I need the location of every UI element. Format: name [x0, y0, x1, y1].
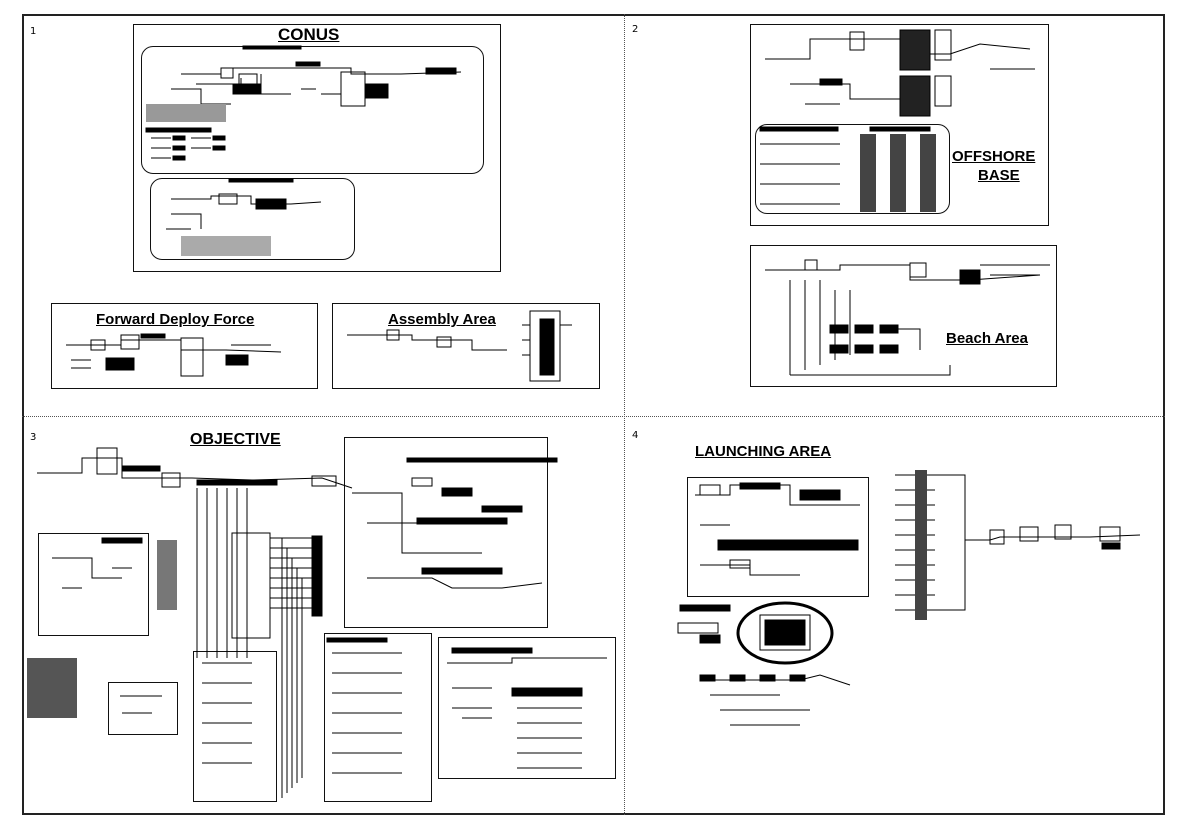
objective-left-panel — [38, 533, 149, 636]
quadrant-number-4: 4 — [632, 430, 639, 441]
quadrant-number-2: 2 — [632, 24, 639, 35]
offshore-base-subsystem — [755, 124, 950, 214]
beach-area-schematic — [765, 259, 1050, 376]
assembly-area-schematic — [347, 310, 572, 382]
assembly-area-title: Assembly Area — [388, 311, 496, 328]
horizontal-divider — [22, 416, 1165, 417]
objective-schematic — [27, 447, 607, 798]
conus-title: CONUS — [278, 25, 340, 44]
beach-area-title: Beach Area — [946, 330, 1028, 347]
offshore-base-title-line1: OFFSHORE — [952, 148, 1036, 165]
objective-lower-left-panel — [193, 651, 277, 802]
objective-small-panel — [108, 682, 178, 735]
vertical-divider — [624, 14, 625, 815]
quadrant-number-3: 3 — [30, 432, 37, 443]
quadrant-number-1: 1 — [30, 26, 37, 37]
forward-deploy-force-title: Forward Deploy Force — [96, 311, 255, 328]
objective-upper-right-panel — [344, 437, 548, 628]
launching-area-title: LAUNCHING AREA — [695, 443, 832, 460]
launching-area-schematic — [677, 470, 1141, 726]
objective-lower-center-panel — [324, 633, 432, 802]
objective-title: OBJECTIVE — [190, 431, 281, 448]
beach-area-panel — [750, 245, 1057, 387]
forward-deploy-force-panel — [51, 303, 318, 389]
assembly-area-panel — [332, 303, 600, 389]
offshore-base-title-line2: BASE — [978, 167, 1020, 184]
forward-deploy-force-schematic — [66, 333, 282, 377]
offshore-base-schematic — [759, 29, 1035, 212]
conus-schematic — [145, 45, 462, 256]
